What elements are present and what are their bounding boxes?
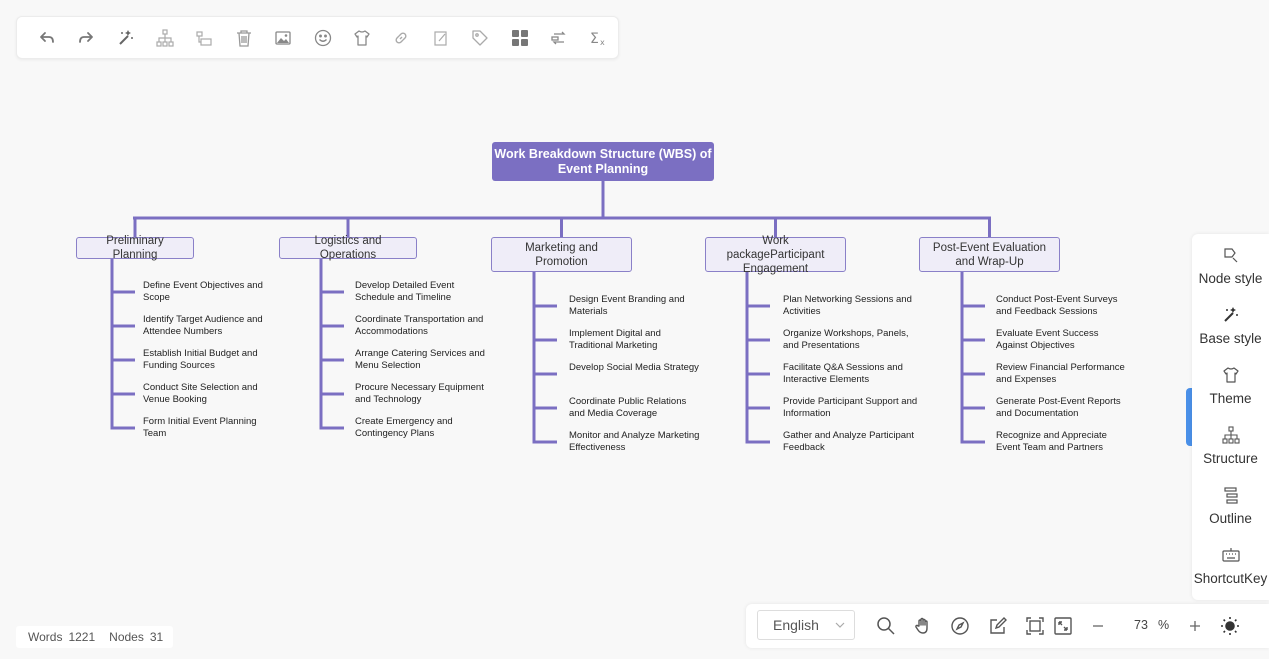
leaf-node[interactable]: Provide Participant Support and Informat…	[783, 396, 918, 419]
keyboard-icon	[1221, 548, 1240, 562]
base-style-label: Base style	[1199, 331, 1262, 346]
shortcut-key-label: ShortcutKey	[1193, 571, 1268, 586]
search-icon[interactable]	[876, 616, 896, 636]
svg-text:x: x	[600, 38, 605, 47]
root-node[interactable]: Work Breakdown Structure (WBS) of Event …	[492, 142, 714, 181]
link-icon[interactable]	[382, 18, 421, 58]
hand-drag-icon[interactable]	[913, 616, 933, 636]
format-painter-icon[interactable]	[106, 18, 145, 58]
leaf-node[interactable]: Coordinate Transportation and Accommodat…	[355, 314, 484, 337]
leaf-node[interactable]: Create Emergency and Contingency Plans	[355, 416, 453, 439]
leaf-node[interactable]: Coordinate Public Relations and Media Co…	[569, 396, 687, 419]
leaf-node[interactable]: Define Event Objectives and Scope	[143, 280, 263, 303]
fullscreen-icon[interactable]	[1053, 616, 1073, 636]
base-style-button[interactable]: Base style	[1192, 306, 1269, 346]
svg-text:Σ: Σ	[590, 31, 599, 47]
undo-icon[interactable]	[27, 18, 66, 58]
emoji-icon[interactable]	[303, 18, 342, 58]
leaf-node[interactable]: Evaluate Event Success Against Objective…	[996, 328, 1099, 351]
leaf-node[interactable]: Identify Target Audience and Attendee Nu…	[143, 314, 263, 337]
leaf-node[interactable]: Develop Social Media Strategy	[569, 362, 699, 373]
branch-node[interactable]: Marketing and Promotion	[491, 237, 632, 272]
words-value: 1221	[68, 630, 96, 644]
summary-icon[interactable]	[500, 18, 539, 58]
image-icon[interactable]	[263, 18, 302, 58]
leaf-node[interactable]: Procure Necessary Equipment and Technolo…	[355, 382, 484, 405]
leaf-node[interactable]: Develop Detailed Event Schedule and Time…	[355, 280, 455, 303]
branch-node[interactable]: Work packageParticipant Engagement	[705, 235, 846, 275]
outline-button[interactable]: Outline	[1192, 486, 1269, 526]
leaf-node[interactable]: Form Initial Event Planning Team	[143, 416, 257, 439]
theme-shirt-icon[interactable]	[342, 18, 381, 58]
insert-sibling-node-icon[interactable]	[185, 18, 224, 58]
leaf-node[interactable]: Plan Networking Sessions and Activities	[783, 294, 912, 317]
leaf-node[interactable]: Facilitate Q&A Sessions and Interactive …	[783, 362, 903, 385]
zoom-in-icon[interactable]	[1185, 616, 1205, 636]
leaf-node[interactable]: Organize Workshops, Panels, and Presenta…	[783, 328, 909, 351]
delete-node-icon[interactable]	[224, 18, 263, 58]
root-node-label: Work Breakdown Structure (WBS) of Event …	[494, 146, 712, 176]
structure-icon	[1221, 426, 1240, 444]
outline-icon	[1223, 487, 1238, 504]
redo-icon[interactable]	[66, 18, 105, 58]
structure-button[interactable]: Structure	[1192, 426, 1269, 466]
leaf-node[interactable]: Establish Initial Budget and Funding Sou…	[143, 348, 258, 371]
leaf-node[interactable]: Monitor and Analyze Marketing Effectiven…	[569, 430, 700, 453]
leaf-node[interactable]: Conduct Site Selection and Venue Booking	[143, 382, 258, 405]
zoom-out-icon[interactable]	[1088, 616, 1108, 636]
language-select[interactable]: English	[757, 610, 855, 640]
tag-icon[interactable]	[460, 18, 499, 58]
theme-button[interactable]: Theme	[1192, 366, 1269, 406]
branch-node[interactable]: Preliminary Planning	[76, 235, 194, 261]
association-line-icon[interactable]	[539, 18, 578, 58]
branch-node[interactable]: Post-Event Evaluation and Wrap-Up	[919, 237, 1060, 272]
leaf-node[interactable]: Design Event Branding and Materials	[569, 294, 685, 317]
theme-icon	[1222, 367, 1239, 383]
branch-node[interactable]: Logistics and Operations	[279, 235, 417, 261]
insert-child-node-icon[interactable]	[145, 18, 184, 58]
zoom-value: 73	[1134, 618, 1148, 632]
right-panel: Node style Base style Theme Structure Ou…	[1192, 234, 1269, 600]
base-style-icon	[1223, 307, 1238, 322]
node-style-icon	[1223, 248, 1237, 263]
shortcut-key-button[interactable]: ShortcutKey	[1192, 546, 1269, 586]
leaf-node[interactable]: Recognize and Appreciate Event Team and …	[996, 430, 1107, 453]
leaf-node[interactable]: Review Financial Performance and Expense…	[996, 362, 1125, 385]
word-count-stats: Words 1221 Nodes 31	[16, 626, 174, 648]
zoom-unit: %	[1158, 618, 1170, 632]
bottom-bar: English 73 %	[746, 604, 1269, 648]
leaf-node[interactable]: Generate Post-Event Reports and Document…	[996, 396, 1121, 419]
panel-collapse-handle[interactable]	[1186, 388, 1192, 446]
nodes-label: Nodes	[109, 630, 144, 644]
language-value: English	[773, 617, 819, 633]
structure-label: Structure	[1203, 451, 1258, 466]
leaf-node[interactable]: Arrange Catering Services and Menu Selec…	[355, 348, 485, 371]
nodes-value: 31	[149, 630, 164, 644]
leaf-node[interactable]: Implement Digital and Traditional Market…	[569, 328, 661, 351]
edit-icon[interactable]	[988, 616, 1008, 636]
node-style-button[interactable]: Node style	[1192, 246, 1269, 286]
leaf-node[interactable]: Conduct Post-Event Surveys and Feedback …	[996, 294, 1118, 317]
chevron-down-icon	[835, 622, 845, 628]
theme-label: Theme	[1209, 391, 1252, 406]
note-icon[interactable]	[421, 18, 460, 58]
navigator-compass-icon[interactable]	[950, 616, 970, 636]
sun-theme-icon[interactable]	[1220, 616, 1240, 636]
node-style-label: Node style	[1198, 271, 1263, 286]
leaf-node[interactable]: Gather and Analyze Participant Feedback	[783, 430, 914, 453]
outline-label: Outline	[1209, 511, 1252, 526]
fit-canvas-icon[interactable]	[1025, 616, 1045, 636]
words-label: Words	[28, 630, 63, 644]
